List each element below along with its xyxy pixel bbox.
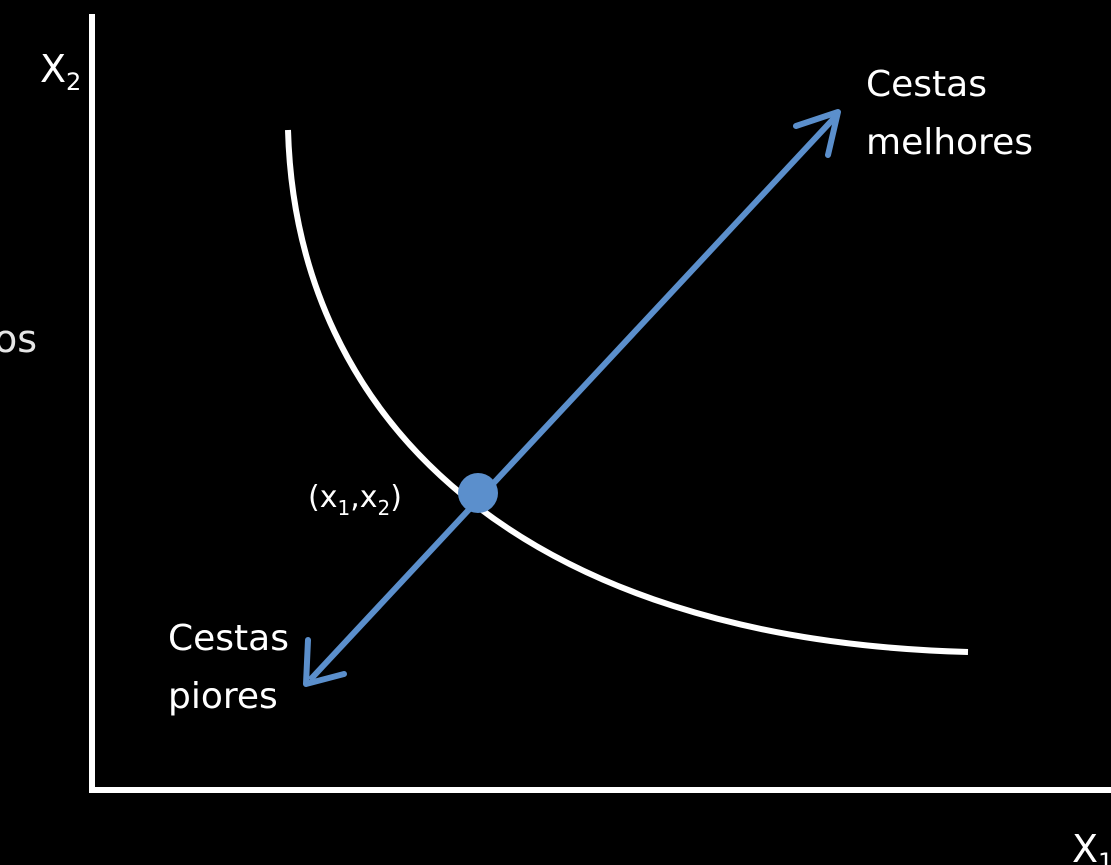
better-bundles-label: Cestas melhores xyxy=(866,64,1033,163)
point-label-comma: ,x xyxy=(350,480,377,515)
point-label-sub2: 2 xyxy=(378,496,391,520)
better-bundles-line2: melhores xyxy=(866,122,1033,163)
left-edge-text-fragment: os xyxy=(0,317,37,361)
preference-direction-line xyxy=(307,113,839,683)
better-arrowhead-icon xyxy=(793,109,841,158)
x-axis-label-main: X xyxy=(1072,827,1098,865)
bundle-point xyxy=(458,473,498,513)
y-axis-label-main: X xyxy=(40,47,66,91)
worse-arrowhead-icon xyxy=(303,637,347,687)
y-axis-label: X2 xyxy=(40,47,81,96)
point-label-open: (x xyxy=(308,480,337,515)
worse-bundles-line1: Cestas xyxy=(168,618,289,659)
x-axis-label-subscript: 1 xyxy=(1098,848,1111,865)
better-bundles-line1: Cestas xyxy=(866,64,987,105)
y-axis-label-subscript: 2 xyxy=(66,68,81,96)
x-axis-label: X1 xyxy=(1072,827,1111,865)
point-label-close: ) xyxy=(390,480,402,515)
bundle-point-label: (x1,x2) xyxy=(308,480,402,520)
indifference-curve xyxy=(285,129,969,655)
point-label-sub1: 1 xyxy=(337,496,350,520)
worse-bundles-line2: piores xyxy=(168,676,278,717)
worse-bundles-label: Cestas piores xyxy=(168,618,300,717)
